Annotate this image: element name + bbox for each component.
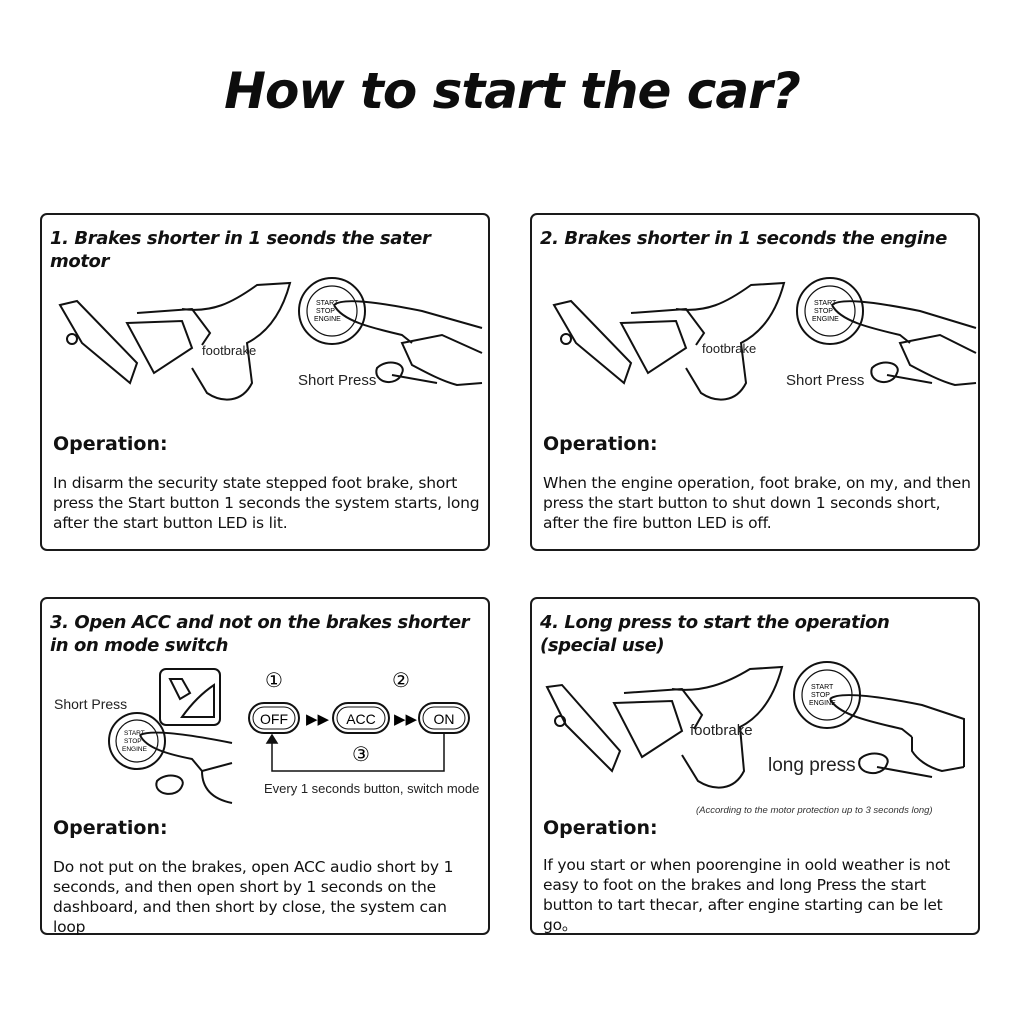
svg-text:ENGINE: ENGINE xyxy=(809,700,836,707)
svg-text:STOP: STOP xyxy=(814,308,833,315)
panel-title: 3. Open ACC and not on the brakes shorte… xyxy=(50,612,470,656)
pedal-label: footbrake xyxy=(202,343,256,358)
svg-text:START: START xyxy=(814,300,837,307)
footbrake-pedal-icon xyxy=(552,281,786,401)
svg-text:OFF: OFF xyxy=(260,711,288,727)
press-label: long press xyxy=(768,755,856,776)
step-panel-2: 2. Brakes shorter in 1 seconds the engin… xyxy=(530,213,980,551)
operation-label: Operation: xyxy=(543,433,658,455)
pedal-label: footbrake xyxy=(690,722,753,739)
mode-switch-illustration: Short Press START STOP ENGINE ① ② OFF ▶▶ xyxy=(54,668,479,804)
step-marker-3: ③ xyxy=(352,744,370,766)
svg-text:STOP: STOP xyxy=(124,738,142,745)
step-panel-4: 4. Long press to start the operation (sp… xyxy=(530,597,980,935)
operation-text: Do not put on the brakes, open ACC audio… xyxy=(53,858,454,936)
step-marker-1: ① xyxy=(265,670,283,692)
svg-text:START: START xyxy=(124,730,145,737)
svg-text:ON: ON xyxy=(434,711,455,727)
panel-title: 2. Brakes shorter in 1 seconds the engin… xyxy=(540,228,947,249)
svg-text:START: START xyxy=(316,300,339,307)
operation-label: Operation: xyxy=(53,433,168,455)
start-stop-button-icon: START STOP ENGINE xyxy=(796,277,864,345)
svg-text:ENGINE: ENGINE xyxy=(812,316,839,323)
cycle-note: Every 1 seconds button, switch mode xyxy=(264,781,479,796)
foot-on-pedal-icon xyxy=(159,668,221,726)
cycle-arrow-icon xyxy=(265,733,445,772)
brake-and-button-illustration: footbrake START STOP ENGINE Short Press xyxy=(58,277,483,401)
pressing-hand-icon xyxy=(139,731,233,804)
mode-on-pill: ON xyxy=(418,702,470,734)
mode-off-pill: OFF xyxy=(248,702,300,734)
svg-text:START: START xyxy=(811,684,834,691)
start-stop-button-icon: START STOP ENGINE xyxy=(108,712,166,770)
step-panel-3: 3. Open ACC and not on the brakes shorte… xyxy=(40,597,490,936)
start-stop-button-icon: START STOP ENGINE xyxy=(298,277,366,345)
press-label: Short Press xyxy=(786,372,864,389)
panel-title: 4. Long press to start the operation (sp… xyxy=(540,612,890,656)
pressing-hand-icon xyxy=(831,300,977,387)
step-marker-2: ② xyxy=(392,670,410,692)
protection-note: (According to the motor protection up to… xyxy=(696,805,933,815)
page-title: How to start the car? xyxy=(224,62,801,120)
step-panel-1: 1. Brakes shorter in 1 seonds the sater … xyxy=(40,213,490,551)
svg-text:ACC: ACC xyxy=(346,711,376,727)
operation-text: When the engine operation, foot brake, o… xyxy=(543,474,971,532)
operation-text: If you start or when poorengine in oold … xyxy=(543,856,951,934)
arrow-icon: ▶▶ xyxy=(394,711,418,728)
svg-text:ENGINE: ENGINE xyxy=(314,316,341,323)
svg-text:STOP: STOP xyxy=(811,692,830,699)
pressing-hand-icon xyxy=(333,300,483,387)
press-label: Short Press xyxy=(298,372,376,389)
operation-text: In disarm the security state stepped foo… xyxy=(53,474,480,532)
pedal-label: footbrake xyxy=(702,341,756,356)
brake-and-button-illustration: footbrake START STOP ENGINE Short Press xyxy=(552,277,977,401)
mode-acc-pill: ACC xyxy=(332,702,390,734)
footbrake-pedal-icon xyxy=(58,281,292,401)
panel-title: 1. Brakes shorter in 1 seonds the sater … xyxy=(50,228,431,272)
arrow-icon: ▶▶ xyxy=(306,711,330,728)
pressing-hand-icon xyxy=(829,694,965,778)
footbrake-pedal-icon xyxy=(545,665,784,789)
operation-label: Operation: xyxy=(53,817,168,839)
brake-and-button-illustration: footbrake START STOP ENGINE long press (… xyxy=(545,661,965,815)
svg-text:STOP: STOP xyxy=(316,308,335,315)
operation-label: Operation: xyxy=(543,817,658,839)
press-label: Short Press xyxy=(54,696,127,712)
svg-text:ENGINE: ENGINE xyxy=(122,746,148,753)
